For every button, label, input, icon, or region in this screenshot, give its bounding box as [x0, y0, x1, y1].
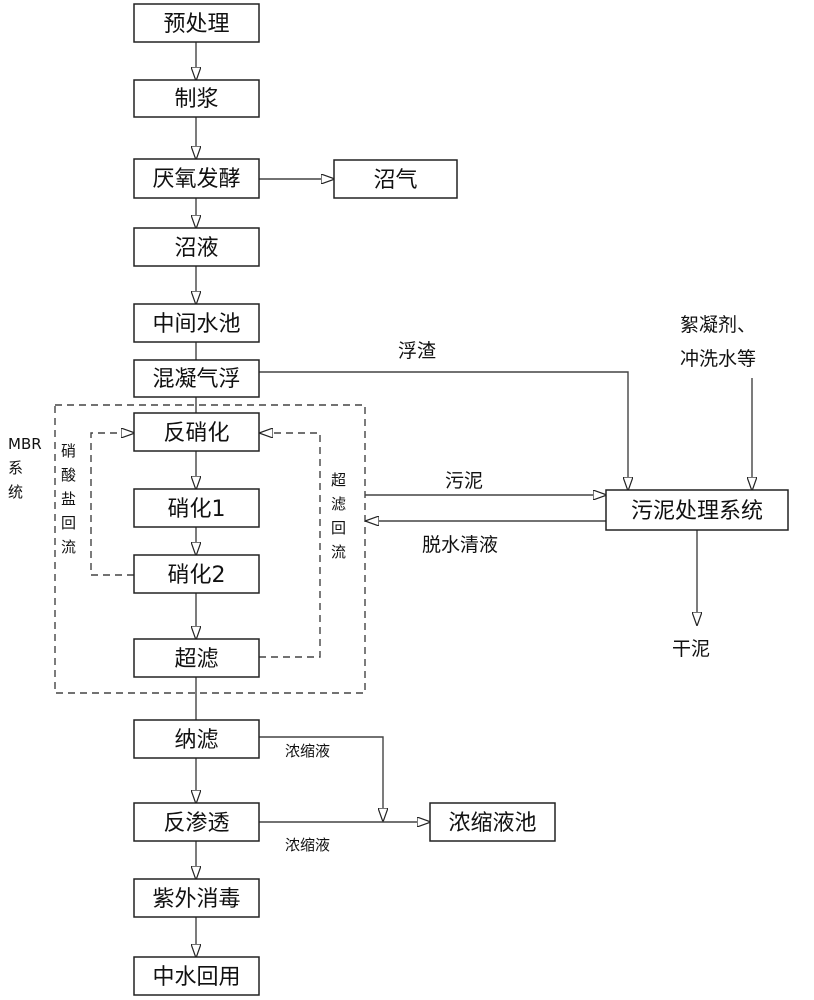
box-anaerobic-label: 厌氧发酵	[152, 167, 240, 192]
box-ultrafiltration: 超滤	[133, 638, 260, 678]
arrow-nf-concentrate	[259, 736, 383, 821]
box-sludge-system: 污泥处理系统	[605, 489, 789, 531]
box-pulping: 制浆	[133, 79, 260, 118]
box-digestate-label: 沼液	[174, 236, 218, 261]
box-pretreatment-label: 预处理	[163, 12, 229, 37]
box-nitrification1-label: 硝化1	[168, 497, 226, 522]
svg-text:超: 超	[331, 471, 346, 489]
box-ultrafiltration-label: 超滤	[174, 647, 218, 672]
box-anaerobic: 厌氧发酵	[133, 158, 260, 199]
label-sludge: 污泥	[445, 470, 483, 492]
box-reuse: 中水回用	[133, 956, 260, 996]
label-concentrate-ro: 浓缩液	[285, 836, 330, 854]
box-concentrate-pool: 浓缩液池	[429, 802, 556, 842]
label-nitrate-return: 硝 酸 盐 回 流	[61, 442, 76, 556]
label-concentrate-nf: 浓缩液	[285, 742, 330, 760]
box-pulping-label: 制浆	[174, 87, 218, 112]
box-sludge-system-label: 污泥处理系统	[631, 499, 763, 524]
label-dry-sludge: 干泥	[672, 638, 710, 660]
box-reverse-osmosis-label: 反渗透	[163, 811, 229, 836]
box-intermediate-pool-label: 中间水池	[152, 312, 240, 337]
svg-text:酸: 酸	[61, 466, 76, 484]
svg-text:滤: 滤	[331, 495, 346, 513]
box-nitrification2: 硝化2	[133, 554, 260, 594]
label-scum: 浮渣	[398, 340, 436, 362]
svg-text:回: 回	[331, 519, 346, 537]
svg-text:统: 统	[8, 483, 23, 501]
label-mbr-system: MBR 系 统	[8, 435, 42, 501]
ultrafiltration-return-loop	[259, 433, 321, 658]
box-pretreatment: 预处理	[133, 3, 260, 43]
box-reverse-osmosis: 反渗透	[133, 802, 260, 842]
box-reuse-label: 中水回用	[152, 965, 240, 990]
label-uf-return: 超 滤 回 流	[331, 471, 346, 561]
box-nitrification2-label: 硝化2	[168, 563, 226, 588]
box-nanofiltration: 纳滤	[133, 719, 260, 759]
label-flocculant-line2: 冲洗水等	[680, 348, 756, 370]
svg-text:回: 回	[61, 514, 76, 532]
box-nanofiltration-label: 纳滤	[174, 728, 218, 753]
box-uv: 紫外消毒	[133, 878, 260, 918]
box-uv-label: 紫外消毒	[152, 887, 240, 912]
svg-text:系: 系	[8, 459, 23, 477]
box-concentrate-pool-label: 浓缩液池	[448, 811, 536, 836]
arrow-scum-to-sludge-system	[259, 371, 628, 490]
box-denitrification: 反硝化	[133, 412, 260, 452]
nitrate-return-loop	[90, 433, 134, 576]
box-digestate: 沼液	[133, 227, 260, 267]
svg-text:盐: 盐	[61, 490, 76, 508]
box-biogas: 沼气	[333, 159, 458, 199]
box-biogas-label: 沼气	[373, 168, 417, 193]
label-dewater-liquid: 脱水清液	[422, 534, 498, 556]
svg-text:流: 流	[331, 543, 346, 561]
svg-text:流: 流	[61, 538, 76, 556]
label-flocculant-line1: 絮凝剂、	[680, 314, 756, 336]
box-nitrification1: 硝化1	[133, 488, 260, 528]
box-coag-flotation-label: 混凝气浮	[152, 367, 240, 392]
box-coag-flotation: 混凝气浮	[133, 359, 260, 398]
box-intermediate-pool: 中间水池	[133, 303, 260, 343]
svg-text:硝: 硝	[61, 442, 76, 460]
box-denitrification-label: 反硝化	[163, 421, 229, 446]
svg-text:MBR: MBR	[8, 435, 42, 453]
